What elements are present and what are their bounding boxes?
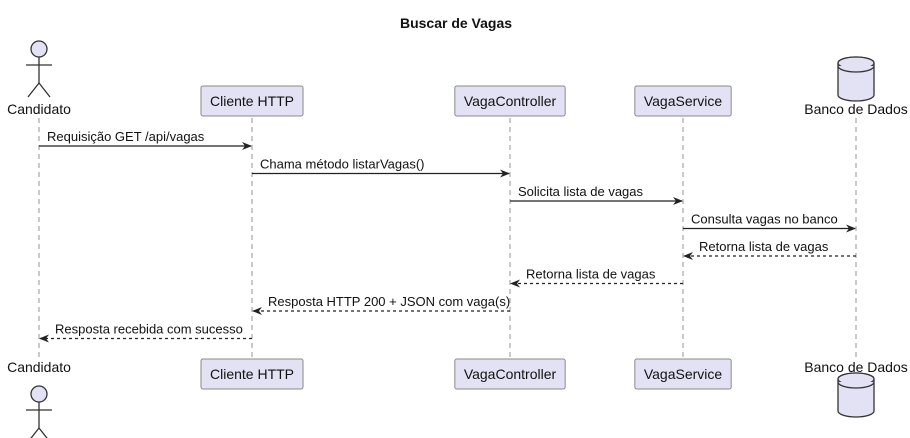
participant-label: VagaService [644,93,723,109]
participant-label: VagaController [464,366,557,382]
participant-controller: VagaController [454,85,566,117]
participant-label: VagaController [464,93,557,109]
participant-box [634,85,732,117]
message-label: Resposta recebida com sucesso [55,322,243,337]
message-8: Resposta recebida com sucesso [39,322,252,343]
message-7: Resposta HTTP 200 + JSON com vaga(s) [252,294,510,315]
actor-right-leg [38,427,48,438]
participant-label: Candidato [7,359,71,375]
message-label: Resposta HTTP 200 + JSON com vaga(s) [268,294,510,309]
participant-service: VagaService [634,358,732,390]
database-rim [837,65,875,73]
participant-cliente: Cliente HTTP [200,358,304,390]
participant-controller: VagaController [454,358,566,390]
participants-bottom: Candidato Cliente HTTP VagaController VagaS… [7,358,908,438]
participant-box [200,85,304,117]
participant-label: Cliente HTTP [210,366,294,382]
message-4: Consulta vagas no banco [683,212,856,233]
message-label: Retorna lista de vagas [699,239,829,254]
message-label: Consulta vagas no banco [691,212,838,227]
participant-label: VagaService [644,366,723,382]
lifelines [38,118,857,358]
message-1: Requisição GET /api/vagas [39,129,252,150]
participant-box [634,358,732,390]
database-rim [837,381,875,389]
message-label: Retorna lista de vagas [526,267,656,282]
database-banco: Banco de Dados [804,359,908,418]
participant-label: Banco de Dados [804,359,908,375]
actor-head-icon [30,40,48,58]
actor-head-icon [30,385,48,403]
diagram-title: Buscar de Vagas [400,15,512,31]
participant-service: VagaService [634,85,732,117]
participant-cliente: Cliente HTTP [200,85,304,117]
message-3: Solicita lista de vagas [510,184,683,205]
message-6: Retorna lista de vagas [510,267,683,288]
participant-box [454,85,566,117]
participant-box [454,358,566,390]
actor-right-leg [38,82,51,98]
actor-left-leg [27,82,40,98]
message-5: Retorna lista de vagas [683,239,856,260]
message-label: Solicita lista de vagas [518,184,644,199]
actor-left-leg [30,427,40,438]
actor-candidato: Candidato [7,359,71,438]
participant-label: Cliente HTTP [210,93,294,109]
participants-top: Candidato Cliente HTTP VagaController VagaS… [7,40,908,117]
participant-box [200,358,304,390]
message-2: Chama método listarVagas() [252,157,510,178]
actor-candidato: Candidato [7,40,71,117]
participant-label: Candidato [7,101,71,117]
participant-label: Banco de Dados [804,101,908,117]
message-label: Chama método listarVagas() [260,157,425,172]
database-banco: Banco de Dados [804,56,908,117]
message-label: Requisição GET /api/vagas [47,129,205,144]
